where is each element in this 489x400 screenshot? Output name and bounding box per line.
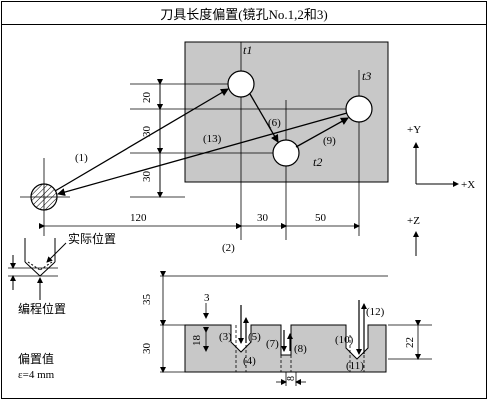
move-label-8: (8)	[294, 343, 307, 355]
dim-3: 3	[204, 292, 210, 304]
xy-axes	[413, 142, 459, 256]
move-label-9: (9)	[323, 135, 336, 147]
dim-20: 20	[141, 92, 153, 104]
move-label-12: (12)	[366, 306, 385, 318]
dim-22: 22	[404, 337, 416, 348]
dim-30-side: 30	[141, 343, 153, 355]
move-label-1: (1)	[75, 152, 88, 164]
move-label-11: (11)	[346, 360, 364, 372]
dim-30-horizontal: 30	[257, 212, 269, 224]
dim-side-view	[160, 271, 421, 385]
z-moves	[238, 300, 367, 355]
move-label-3: (3)	[219, 331, 232, 343]
move-label-4: (4)	[243, 355, 256, 367]
move-label-7: (7)	[266, 338, 279, 350]
move-label-6: (6)	[268, 117, 281, 129]
label-t2: t2	[313, 155, 322, 169]
axis-plus-y: +Y	[407, 124, 421, 136]
dim-18: 18	[191, 335, 203, 347]
axis-plus-x: +X	[461, 179, 475, 191]
label-offset-value: 偏置值	[18, 351, 54, 366]
diagram-title: 刀具长度偏置(镜孔No.1,2和3)	[1, 1, 487, 25]
dim-120: 120	[130, 212, 147, 224]
move-label-2: (2)	[222, 242, 235, 254]
hole-t1	[227, 70, 255, 98]
label-epsilon: ε=4 mm	[18, 369, 55, 381]
label-t3: t3	[362, 69, 371, 83]
workpiece-side-view	[184, 324, 387, 373]
dim-30-upper: 30	[141, 126, 153, 138]
axis-plus-z: +Z	[407, 215, 420, 227]
move-label-13: (13)	[203, 133, 222, 145]
hole-t3	[345, 95, 373, 123]
dim-35: 35	[141, 294, 153, 306]
move-label-5: (5)	[248, 331, 261, 343]
tool-side-icon	[8, 238, 67, 300]
label-program-position: 编程位置	[18, 301, 66, 316]
dim-8: 8	[286, 376, 297, 381]
dim-50: 50	[315, 212, 327, 224]
tool-path	[54, 88, 349, 196]
label-t1: t1	[243, 43, 252, 57]
move-label-10: (10)	[335, 334, 354, 346]
hole-t2	[272, 139, 300, 167]
dim-30-lower: 30	[141, 171, 153, 183]
diagram-panel	[1, 24, 487, 399]
label-actual-position: 实际位置	[68, 231, 116, 246]
